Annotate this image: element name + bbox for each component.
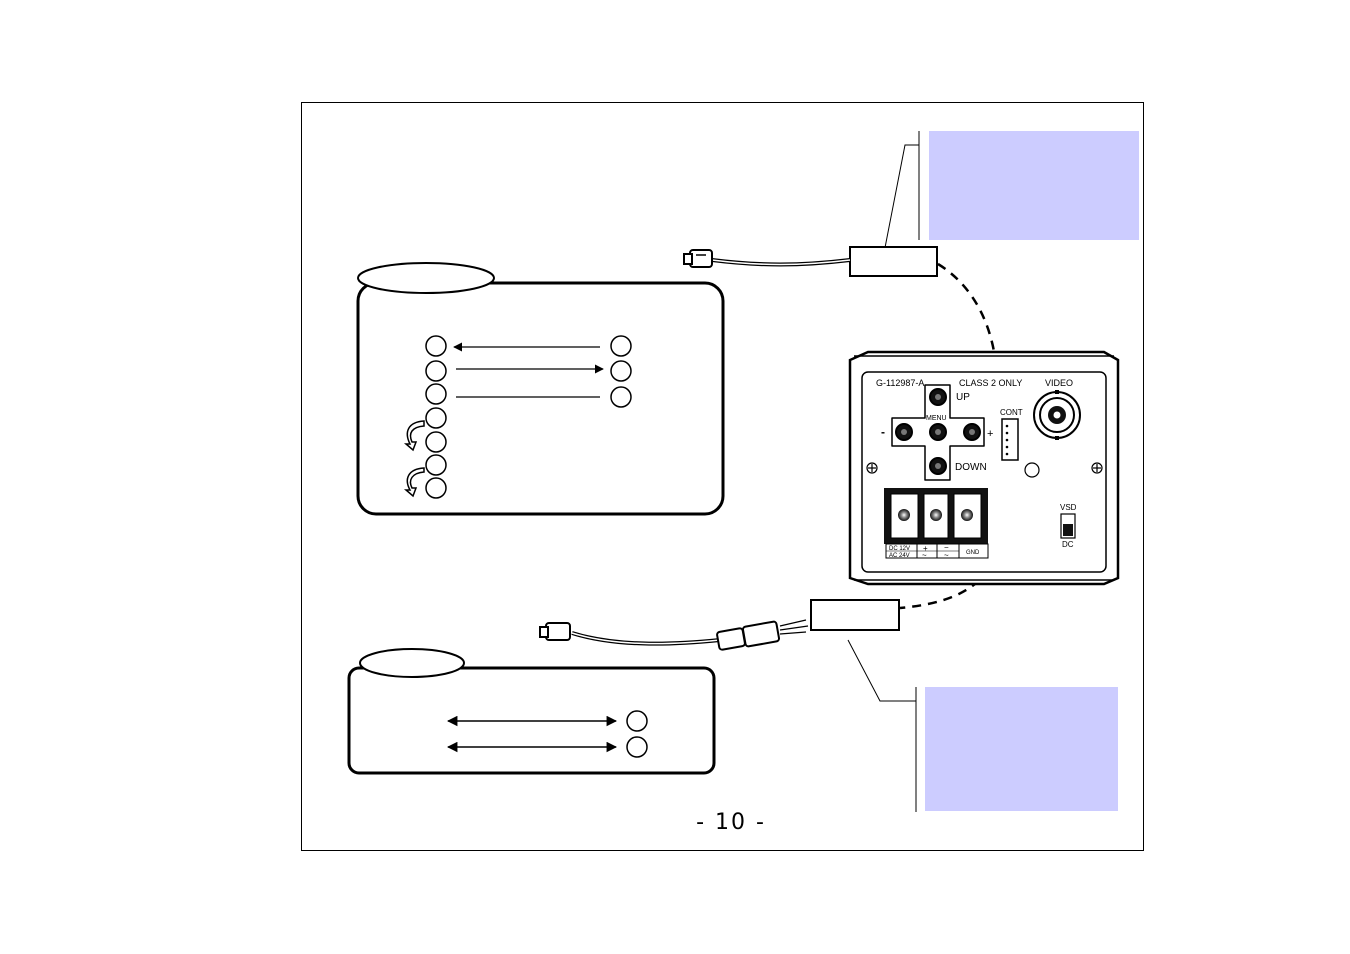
- menu-label: MENU: [926, 415, 947, 422]
- top-right-pins: [610, 335, 632, 408]
- page-frame: [301, 102, 1144, 851]
- bottom-panel-tab: [359, 648, 465, 678]
- page-number: - 10 -: [696, 810, 766, 835]
- bottom-callout-leader: [847, 639, 917, 812]
- bottom-pin-panel: [347, 648, 716, 775]
- power-gnd-label: GND: [966, 550, 980, 556]
- db9-connector-icon: [683, 249, 713, 268]
- top-pin-links: [453, 342, 604, 398]
- class-label: CLASS 2 ONLY: [959, 378, 1022, 388]
- bottom-label-box: [810, 599, 900, 631]
- power-terminal: [884, 488, 989, 559]
- power-minus-label: −: [944, 543, 949, 552]
- plus-label: +: [987, 428, 993, 440]
- top-pin-panel: [356, 262, 725, 516]
- power-plus-label: +: [923, 544, 928, 553]
- led-indicator: [1024, 462, 1040, 478]
- db9-connector-icon: [539, 622, 571, 641]
- top-callout-leader: [882, 131, 920, 259]
- screw-icon: [866, 462, 1103, 474]
- down-label: DOWN: [955, 462, 987, 473]
- note-box-bottom: [925, 687, 1118, 811]
- model-label: G-112987-A: [876, 378, 924, 388]
- power-dc-label: DC 12V: [889, 546, 910, 552]
- dc-label: DC: [1062, 540, 1074, 549]
- minus-label: -: [881, 425, 885, 439]
- cont-label: CONT: [1000, 408, 1023, 417]
- top-label-box: [849, 246, 938, 277]
- note-box-top: [929, 131, 1139, 240]
- db9-cable-bottom: [539, 619, 809, 651]
- db9-cable-top: [683, 249, 851, 268]
- video-label: VIDEO: [1045, 378, 1073, 388]
- up-label: UP: [956, 392, 970, 403]
- bnc-connector-icon: [1033, 390, 1081, 440]
- top-panel-tab: [357, 262, 495, 294]
- curved-arrow-icon: [403, 420, 425, 498]
- cont-port[interactable]: [1001, 418, 1019, 461]
- wire-adapter-icon: [716, 619, 809, 651]
- vsd-label: VSD: [1060, 503, 1077, 512]
- power-tilde-1: ~: [922, 551, 927, 560]
- top-left-pins: [425, 335, 447, 499]
- camera-back-panel: G-112987-A CLASS 2 ONLY VIDEO UP MENU - …: [848, 350, 1120, 586]
- power-ac-label: AC 24V: [889, 553, 910, 559]
- power-tilde-2: ~: [944, 551, 949, 560]
